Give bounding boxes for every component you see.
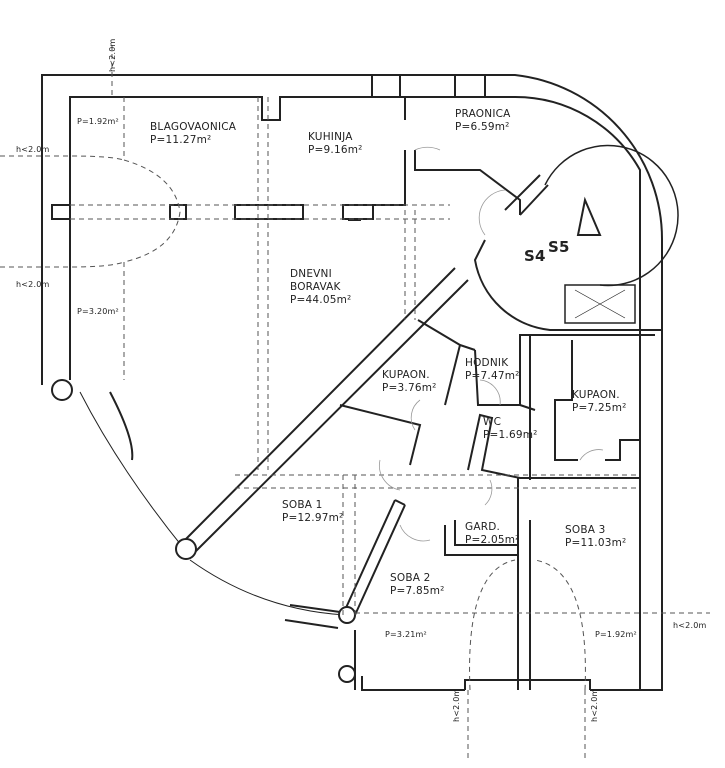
room-area: P=7.47m² [465,370,520,382]
height-note-left-lower: h<2.0m [16,280,50,289]
praonica-wall [504,174,549,216]
kupaon-wall [339,319,476,466]
inner-wall-outline [69,95,641,690]
stair-hatch [574,289,626,319]
room-name: BORAVAK [290,281,341,293]
column [234,204,304,220]
window-top-2 [454,74,486,98]
soba3-wall [517,477,640,690]
room-area: P=9.16m² [308,144,363,156]
dashed-lines [0,45,710,760]
bottom-arc [189,559,346,616]
low-area-top-left: P=1.92m² [77,117,119,126]
room-name: DNEVNI [290,268,332,280]
room-area: P=11.03m² [565,537,627,549]
room-name: SOBA 1 [282,499,323,511]
low-area-bottom-right: P=1.92m² [595,630,637,639]
room-area: P=7.25m² [572,402,627,414]
height-note-bottom-right: h<2.0m [590,688,599,723]
room-name: BLAGOVAONICA [150,121,237,133]
door-swings [379,146,604,542]
room-name: HODNIK [465,357,509,369]
room-area: P=2.05m² [465,534,520,546]
room-name: SOBA 3 [565,524,606,536]
walls [41,74,679,691]
bottom-arc-wall [284,604,341,629]
gard-wall [444,520,518,556]
room-area: P=6.59m² [455,121,510,133]
soba2-wall [344,499,406,616]
stair-label-s5: S5 [548,238,570,256]
left-arc-wall-outer [109,391,134,461]
column [51,204,71,220]
room-name: KUPAON. [572,389,620,401]
room-area: P=3.76m² [382,382,437,394]
hodnik-wall [474,334,536,480]
room-area: P=44.05m² [290,294,352,306]
stair-inner [576,196,602,236]
room-label-kupaon-2: KUPAON.P=7.25m² [572,389,627,415]
column-round [175,538,197,560]
room-name: GARD. [465,521,501,533]
left-arc-wall [79,391,186,551]
height-note-top: h<2.0m [108,38,117,73]
stair-outer [544,144,679,287]
bottom-wall [354,630,591,690]
room-label-kupaon-1: KUPAON.P=3.76m² [382,369,437,395]
room-area: P=12.97m² [282,512,344,524]
room-name: SOBA 2 [390,572,431,584]
stair-box [564,284,636,324]
kupaon2-wall [530,334,655,461]
room-name: KUPAON. [382,369,430,381]
column [169,204,187,220]
room-area: P=11.27m² [150,134,212,146]
room-name: WC [483,416,502,428]
room-label-gard: GARD.P=2.05m² [465,521,520,547]
diagonal-wall [179,267,469,556]
height-note-left-upper: h<2.0m [16,145,50,154]
height-note-bottom-left: h<2.0m [452,688,461,723]
column-round [51,379,73,401]
column [342,204,374,220]
low-area-bottom-mid: P=3.21m² [385,630,427,639]
outer-wall-outline [41,74,664,691]
room-area: P=7.85m² [390,585,445,597]
low-area-mid-left: P=3.20m² [77,307,119,316]
room-name: PRAONICA [455,108,511,120]
column-round [338,606,356,624]
stair-label-s4: S4 [524,247,546,265]
room-name: KUHINJA [308,131,353,143]
room-area: P=1.69m² [483,429,538,441]
wc-wall [467,413,530,479]
column-round [338,665,356,683]
window-top-1 [371,74,401,98]
height-note-right: h<2.0m [673,621,707,630]
